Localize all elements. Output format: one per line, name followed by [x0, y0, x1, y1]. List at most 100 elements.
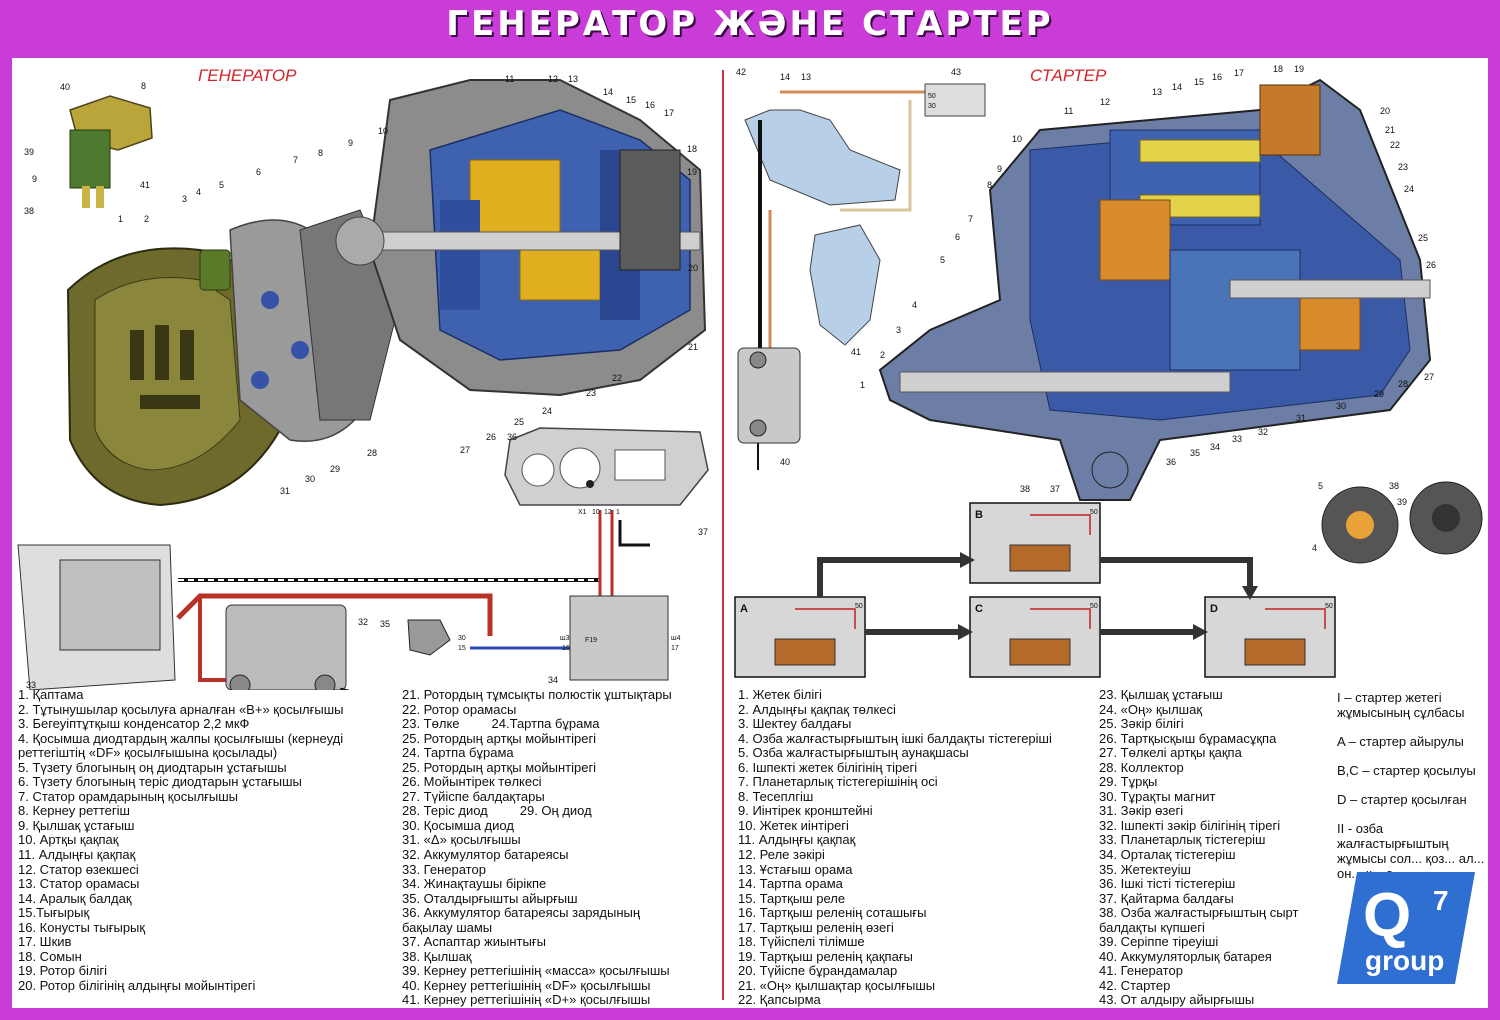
starter-legend: 1. Жетек білігі 2. Алдыңғы қақпақ төлкес…	[738, 687, 1052, 1008]
legend-item: 30. Қосымша диод	[402, 817, 514, 833]
callout: 4	[1312, 543, 1317, 553]
legend-item: 34. Жинақтаушы бірікпе	[402, 876, 547, 892]
legend-item: 1. Қаптама	[18, 687, 84, 702]
legend-item: 15.Тығырық	[18, 905, 90, 921]
legend-item: 20. Ротор білігінің алдыңғы мойынтірегі	[18, 977, 256, 993]
legend-item: 12. Реле зәкірі	[738, 847, 825, 863]
legend-item: 31. «Δ» қосылғышы	[402, 832, 521, 848]
callout: 17	[664, 108, 674, 118]
generator-wiring-labels: X1 10 12 1 30 15 16 17 ш3 ш4 F19	[458, 509, 681, 652]
connector-label: X1	[578, 509, 587, 516]
starter-section-title: СТАРТЕР	[1030, 66, 1107, 85]
callout: 41	[851, 347, 861, 357]
legend-item: 5. Озба жалғастырғыштың аунақшасы	[738, 745, 969, 761]
logo-number: 7	[1433, 885, 1449, 916]
legend-item: 15. Тартқыш реле	[738, 890, 846, 906]
callout: 38	[1020, 484, 1030, 494]
legend-item: 27. Төлкелі артқы қақпа	[1099, 745, 1242, 761]
callout: 1	[118, 214, 123, 224]
callout: 20	[688, 263, 698, 273]
callout: 10	[378, 126, 388, 136]
legend-item: 39. Серіппе тіреуіші	[1099, 934, 1219, 950]
callout: 33	[26, 680, 36, 690]
legend-item: 13. Статор орамасы	[18, 876, 140, 892]
logo-word: group	[1365, 945, 1444, 976]
connector-label: F19	[585, 637, 597, 644]
connector-label: 15	[458, 645, 466, 652]
starter-wiring	[737, 83, 986, 470]
callout: 17	[1234, 68, 1244, 78]
callout: 28	[367, 448, 377, 458]
legend-item: 2. Алдыңғы қақпақ төлкесі	[738, 701, 896, 717]
capacitor	[199, 249, 231, 291]
legend-item: 36. Аккумулятор батареясы зарядының	[402, 905, 641, 921]
legend-item: 33. Планетарлық тістегеріш	[1099, 832, 1266, 848]
legend-item: 17. Тартқыш реленің өзегі	[738, 919, 894, 935]
starter-callout-labels: 1 2 3 4 5 6 7 8 9 10 11 12 13 14 15 16 1…	[736, 64, 1436, 553]
callout: 37	[1050, 484, 1060, 494]
plate-labels: B A C D	[740, 509, 1218, 615]
connector-label: 12	[604, 509, 612, 516]
instrument-cluster	[504, 427, 709, 506]
pin-label: 30	[928, 103, 936, 110]
callout: 41	[140, 180, 150, 190]
generator-legend: 1. Қаптама 2. Тұтынушылар қосылуға арнал…	[18, 687, 344, 993]
connector-label: ш4	[671, 635, 681, 642]
callout: 37	[698, 527, 708, 537]
callout: 38	[24, 206, 34, 216]
logo-letter: Q	[1363, 881, 1411, 950]
note-item: D – стартер қосылған	[1337, 792, 1467, 807]
callout: 11	[505, 74, 514, 84]
legend-item: 26. Мойынтірек төлкесі	[402, 774, 542, 790]
plate-label-c: C	[975, 603, 983, 615]
callout: 4	[912, 300, 917, 310]
generator-wiring	[17, 510, 669, 690]
callout: 8	[987, 180, 992, 190]
legend-item: 14. Аралық балдақ	[18, 890, 132, 906]
callout: 3	[182, 194, 187, 204]
legend-item: 3. Шектеу балдағы	[738, 716, 852, 732]
callout: 34	[548, 675, 558, 685]
legend-item: 10. Жетек иінтірегі	[738, 817, 849, 833]
callout: 36	[1166, 457, 1176, 467]
callout: 5	[940, 255, 945, 265]
callout: 9	[348, 138, 353, 148]
callout: 22	[612, 373, 622, 383]
callout: 30	[305, 474, 315, 484]
callout: 16	[645, 100, 655, 110]
plate-label-d: D	[1210, 603, 1218, 615]
pin-label: 50	[855, 603, 863, 610]
starter-operation-flow	[734, 502, 1336, 678]
callout: 43	[951, 67, 961, 77]
legend-item: 37. Қайтарма балдағы	[1099, 890, 1234, 906]
legend-item: 9. Қылшақ ұстағыш	[18, 817, 135, 833]
pin-label: 50	[1090, 603, 1098, 610]
callout: 27	[1424, 372, 1434, 382]
callout: 25	[1418, 233, 1428, 243]
legend-item: 8. Кернеу реттегіш	[18, 803, 130, 819]
callout: 26	[486, 432, 496, 442]
legend-item: 9. Иінтірек кронштейні	[738, 803, 873, 819]
legend-item: 1. Жетек білігі	[738, 687, 822, 702]
legend-item: 21. «Оң» қылшақтар қосылғышы	[738, 977, 936, 993]
callout: 27	[460, 445, 470, 455]
legend-item: 36. Ішкі тісті тістегеріш	[1099, 876, 1236, 892]
legend-item: 18. Түйіспелі тілімше	[738, 934, 865, 950]
legend-item: 25. Ротордың артқы мойынтірегі	[402, 759, 597, 775]
generator-section-title: ГЕНЕРАТОР	[198, 66, 297, 85]
legend-item: 10. Артқы қақпақ	[18, 832, 119, 848]
legend-item: 16. Тартқыш реленің соташығы	[738, 905, 927, 921]
callout: 29	[330, 464, 340, 474]
legend-item: 26. Тартқысқыш бұрамасұқпа	[1099, 730, 1277, 746]
note-item: B,C – стартер қосылуы	[1337, 763, 1476, 778]
callout: 13	[801, 72, 811, 82]
legend-item-inline: 29. Оң диод	[519, 803, 592, 819]
callout: 32	[1258, 427, 1268, 437]
callout: 8	[141, 81, 146, 91]
legend-item: 3. Бегеуіптұтқыш конденсатор 2,2 мкФ	[18, 716, 250, 732]
callout: 35	[380, 619, 390, 629]
legend-item: балдақты күпшегі	[1099, 919, 1205, 935]
legend-item: 25. Ротордың артқы мойынтірегі	[402, 730, 597, 746]
connector-label: 30	[458, 635, 466, 642]
callout: 10	[1012, 134, 1022, 144]
